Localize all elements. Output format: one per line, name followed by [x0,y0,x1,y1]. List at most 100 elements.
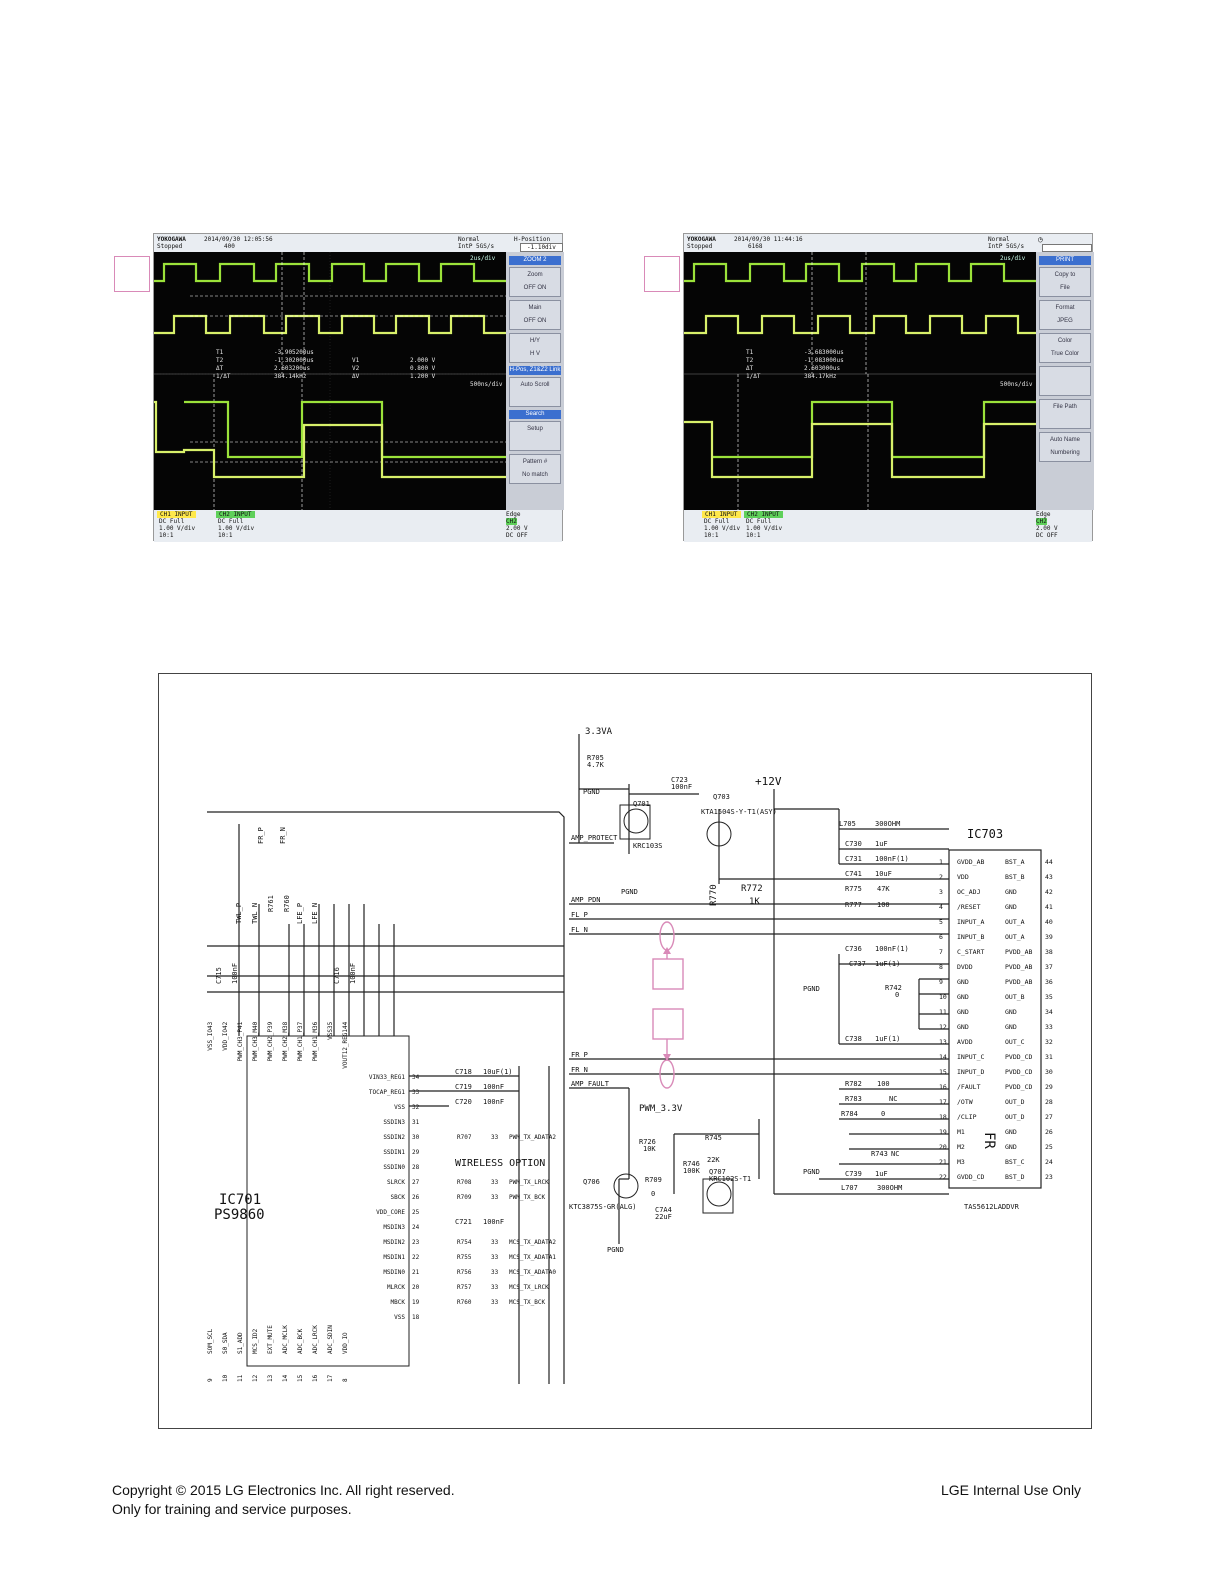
l707-ref: L707 [841,1184,858,1192]
empty-field[interactable] [1042,244,1092,252]
ic703-pin-name: M2 [957,1143,965,1151]
ic703-pin-name: GND [1005,903,1017,911]
ic701-resistor-ref: R755 [457,1254,472,1261]
ch2-tag[interactable]: CH2 INPUT [216,511,255,518]
ic701-pin-name: MSDIN3 [383,1224,405,1231]
r783-ref: R783 [845,1095,862,1103]
ch2-scale: 1.00 V/div [746,525,783,532]
inv-dt-value: 384.14kHz [274,373,307,380]
softkey-button[interactable]: Setup [509,421,561,451]
fr-n-net: FR_N [571,1066,588,1074]
ic701-pin-name: VSS_IO [207,1029,214,1051]
ic703-pin-name: INPUT_D [957,1068,984,1076]
softkey-option: No match [522,472,548,478]
ic703-pin-number: 4 [939,903,943,911]
r782-ref: R782 [845,1080,862,1088]
softkey-label: Auto Scroll [520,382,550,388]
ic701-pin-name: MLRCK [387,1284,405,1291]
c736-ref: C736 [845,945,862,953]
ic701-pin-number: 16 [312,1374,319,1382]
ch2-tag[interactable]: CH2 INPUT [744,511,783,518]
ic703-pin-number: 21 [939,1158,947,1166]
ic703-pin-number: 1 [939,858,943,866]
ch1-tag[interactable]: CH1 INPUT [702,511,741,518]
r783-val: NC [889,1095,897,1103]
dt-label: ΔT [746,365,754,372]
pgnd-label-5: PGND [607,1246,624,1254]
ch2-coupling: DC Full [218,518,244,525]
ic701-pin-name: MSDIN0 [383,1269,405,1276]
ic703-pin-number: 31 [1045,1053,1053,1061]
ic703-pin-number: 20 [939,1143,947,1151]
ic701-pin-number: 19 [412,1299,420,1306]
c718-val: 10uF(1) [483,1068,513,1076]
c723-ref: C723 [671,776,688,784]
ic703-pin-number: 6 [939,933,943,941]
q707-ref: Q707 [709,1168,726,1176]
ic701-resistor-val: 33 [491,1284,499,1291]
ic703-pin-name: C_START [957,948,984,956]
c738-ref: C738 [845,1035,862,1043]
ic701-pin-name: MBCK [391,1299,406,1306]
ic703-pin-number: 13 [939,1038,947,1046]
ic701-pin-name: EXT_MUTE [267,1325,274,1354]
ic701-pin-number: 33 [412,1089,420,1096]
ic703-pin-number: 7 [939,948,943,956]
datetime: 2014/09/30 11:44:16 [734,236,803,243]
ic703-pin-name: OUT_D [1005,1113,1025,1121]
c721-ref: C721 [455,1218,472,1226]
softkey-button[interactable]: File Path [1039,399,1091,429]
ic701-pin-name: SLRCK [387,1179,405,1186]
c719-val: 100nF [483,1083,504,1091]
ic703-pin-name: VDD [957,873,969,881]
softkey-button[interactable]: Pattern # No match [509,454,561,484]
ic701-pin-name: PWM_CH3_M [252,1029,259,1062]
softkey-option: JPEG [1057,318,1073,324]
ic703-pin-name: PVDD_AB [1005,948,1032,956]
ch1-scale: 1.00 V/div [159,525,196,532]
c741-ref: C741 [845,870,862,878]
trigger-source: CH2 [1036,518,1047,525]
twl-n-net: TWL_N [251,903,259,924]
dt-value: 2.603200us [274,365,311,372]
ic703-pin-number: 36 [1045,978,1053,986]
softkey-button[interactable]: Auto Scroll [509,377,561,407]
ch2-scale: 1.00 V/div [218,525,255,532]
dt-value: 2.603000us [804,365,841,372]
scope-screen: 2us/div T1 -3.905200us T2 -1.302000us ΔT… [154,252,506,510]
ic701-pin-number: 28 [412,1164,420,1171]
r777-val: 100 [877,901,890,909]
softkey-label: Setup [527,426,543,432]
ic703-pin-number: 11 [939,1008,947,1016]
timebase-label: 2us/div [1000,255,1026,262]
scope-status-bar: CH1 INPUT DC Full 1.00 V/div 10:1 CH2 IN… [684,510,1092,542]
softkey-option: File [1060,285,1070,291]
ic703-pin-number: 18 [939,1113,947,1121]
ic703-pin-number: 41 [1045,903,1053,911]
wireless-option: WIRELESS OPTION [455,1158,545,1169]
ic701-pin-number: 24 [412,1224,420,1231]
supply-pwm-3v3: PWM_3.3V [639,1104,683,1114]
ic703-pin-name: OUT_A [1005,918,1025,926]
menu-header: ZOOM 2 [509,256,561,265]
ic701-pin-number: 29 [412,1149,420,1156]
pgnd-label-4: PGND [803,1168,820,1176]
menu-header: PRINT [1039,256,1091,265]
ic701-pin-name: MSDIN2 [383,1239,405,1246]
scope-status-bar: CH1 INPUT DC Full 1.00 V/div 10:1 CH2 IN… [154,510,562,542]
softkey-label: Pattern # [522,459,548,465]
ic701-pin-name: ADC_BCK [297,1328,304,1354]
r782-val: 100 [877,1080,890,1088]
ic703-pin-number: 15 [939,1068,947,1076]
ch1-tag[interactable]: CH1 INPUT [157,511,196,518]
amp-pdn-net: AMP_PDN [571,896,601,904]
softkey-button[interactable] [1039,366,1091,396]
c7a4-val: 22uF [655,1213,672,1221]
